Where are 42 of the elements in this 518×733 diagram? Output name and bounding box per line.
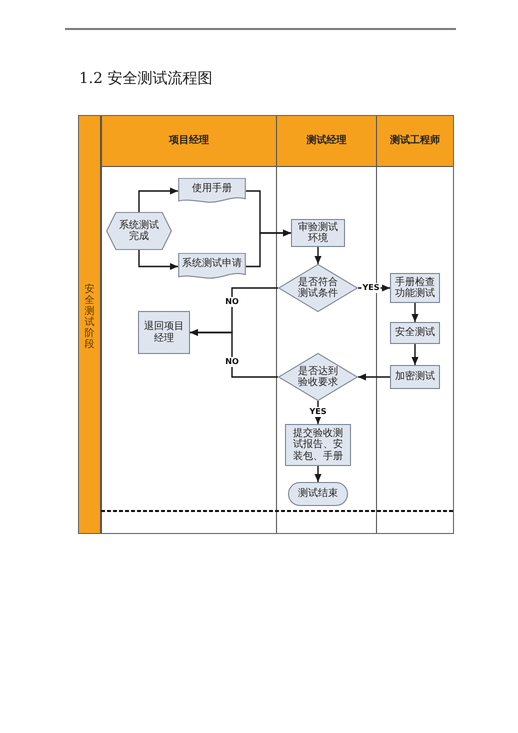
node-label: 系统测试申请: [182, 258, 242, 270]
document-shape: [178, 253, 246, 280]
node-label: 手册检查功能测试: [394, 276, 436, 300]
node-label: 加密测试: [395, 371, 435, 383]
node-label: 测试结束: [298, 488, 338, 500]
process-box: [285, 424, 351, 466]
document-shape: [178, 178, 246, 204]
node-label: 安全测试: [395, 327, 435, 339]
terminator-pill: [288, 482, 348, 506]
process-box: [291, 219, 345, 247]
node-label: 审验测试环境: [297, 222, 339, 244]
arrow: [412, 303, 418, 322]
node-label: 提交验收测试报告、安装包、手册: [292, 428, 344, 462]
node-label: 是否达到验收要求: [297, 366, 339, 388]
arrow: [246, 230, 291, 268]
arrow: [314, 247, 322, 264]
lane-title: 测试经理: [306, 134, 346, 148]
preparation-hexagon: [106, 212, 172, 250]
edge-label: NO: [224, 357, 240, 367]
node-label: 退回项目经理: [143, 321, 185, 344]
process-box: [138, 311, 190, 354]
lane-title: 项目经理: [169, 134, 209, 148]
node-label: 使用手册: [192, 182, 232, 194]
phase-label: 安全测试阶段: [84, 284, 94, 350]
decision-diamond: [278, 353, 358, 401]
arrow: [138, 188, 178, 212]
lane-title: 测试工程师: [390, 134, 440, 148]
process-box: [390, 365, 440, 389]
swimlane-pool: [78, 115, 454, 534]
page-title: 1.2 安全测试流程图: [79, 68, 213, 89]
arrow: [314, 466, 322, 482]
edge-label: YES: [361, 283, 381, 293]
node-label: 是否符合测试条件: [297, 277, 339, 299]
arrow: [138, 250, 178, 270]
arrow: [412, 344, 418, 365]
swimlane-column: [101, 116, 276, 533]
edge-label: NO: [224, 297, 240, 307]
arrow: [358, 374, 390, 380]
process-box: [390, 322, 440, 344]
decision-diamond: [278, 264, 358, 312]
arrow: [190, 329, 278, 378]
node-label: 系统测试完成: [118, 220, 160, 242]
